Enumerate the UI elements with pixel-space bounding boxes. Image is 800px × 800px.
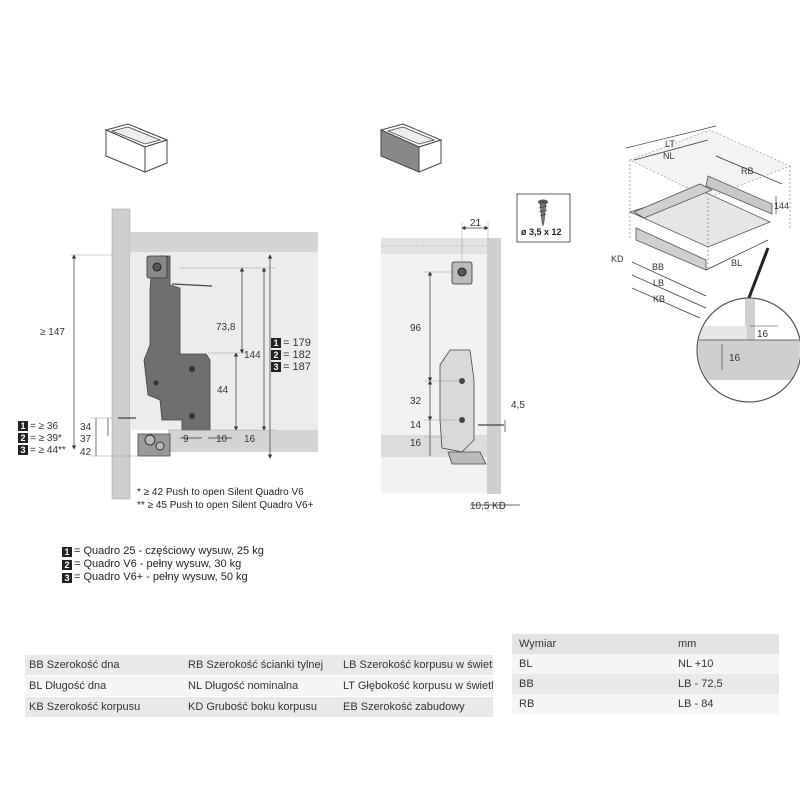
table-row: BL Długość dna NL Długość nominalna LT G…: [25, 675, 493, 697]
column-header: Wymiar: [512, 634, 671, 654]
dim-9: 9: [183, 434, 189, 445]
table-row: BB LB - 72,5: [512, 674, 779, 694]
iso-bb: BB: [652, 262, 664, 272]
height-row-1: 1= 179: [271, 337, 311, 349]
technical-drawing: ≥ 147 73,8 144 44 10 9 16 34 37 42: [40, 123, 800, 512]
screw-label: ø 3,5 x 12: [521, 227, 562, 237]
iso-rb: RB: [741, 166, 754, 176]
drawer-front-icon: [104, 123, 169, 173]
glossary-cell: BB Szerokość dna: [25, 655, 184, 676]
dim-73-8: 73,8: [216, 322, 236, 333]
glossary-cell: EB Szerokość zabudowy: [339, 696, 493, 718]
model-legend: 1= Quadro 25 - częściowy wysuw, 25 kg 2=…: [62, 545, 264, 584]
drawer-inset-icon: [379, 123, 443, 173]
iso-kb: KB: [653, 294, 665, 304]
glossary-cell: LT Głębokość korpusu w świetle: [339, 675, 493, 697]
left-section-view: ≥ 147 73,8 144 44 10 9 16 34 37 42: [40, 208, 318, 500]
table-row: BB Szerokość dna RB Szerokość ścianki ty…: [25, 655, 493, 676]
table-cell: BL: [512, 654, 671, 674]
detail-16-b: 16: [729, 353, 741, 364]
height-row-3: 3= 187: [271, 361, 311, 373]
dim-16-mid: 16: [410, 438, 422, 449]
dim-21: 21: [470, 218, 482, 229]
glossary-cell: BL Długość dna: [25, 675, 184, 697]
dim-14: 14: [410, 420, 422, 431]
note-2: ** ≥ 45 Push to open Silent Quadro V6+: [137, 500, 314, 511]
clearance-row-3: 3= ≥ 44**: [18, 445, 66, 457]
dim-42: 42: [80, 447, 92, 458]
note-1: * ≥ 42 Push to open Silent Quadro V6: [137, 487, 304, 498]
dim-10-5: 10,5: [470, 501, 490, 512]
glossary-cell: NL Długość nominalna: [184, 675, 339, 697]
table-row: KB Szerokość korpusu KD Grubość boku kor…: [25, 696, 493, 718]
iso-lt: LT: [665, 139, 675, 149]
legend-item-1: 1= Quadro 25 - częściowy wysuw, 25 kg: [62, 545, 264, 558]
dim-37: 37: [80, 434, 92, 445]
table-cell: LB - 84: [671, 694, 779, 714]
glossary-cell: LB Szerokość korpusu w świetle: [339, 655, 493, 676]
abbreviation-glossary: BB Szerokość dna RB Szerokość ścianki ty…: [25, 655, 493, 718]
isometric-view: LT NL RB 144 KD BB BL LB KB 16 16: [611, 125, 800, 403]
iso-144: 144: [774, 201, 789, 211]
detail-16-a: 16: [757, 329, 769, 340]
iso-kd: KD: [611, 254, 624, 264]
dim-4-5: 4,5: [511, 400, 525, 411]
clearance-row-2: 2= ≥ 39*: [18, 433, 66, 445]
dim-10: 10: [216, 434, 228, 445]
iso-bl: BL: [731, 258, 742, 268]
glossary-cell: KB Szerokość korpusu: [25, 696, 184, 718]
height-list-right: 1= 179 2= 182 3= 187: [271, 337, 311, 373]
dim-32: 32: [410, 396, 422, 407]
height-list-left: 1= ≥ 36 2= ≥ 39* 3= ≥ 44**: [18, 421, 66, 457]
dim-96: 96: [410, 323, 422, 334]
legend-item-3: 3= Quadro V6+ - pełny wysuw, 50 kg: [62, 571, 264, 584]
iso-lb: LB: [653, 278, 664, 288]
clearance-row-1: 1= ≥ 36: [18, 421, 66, 433]
dim-16: 16: [244, 434, 256, 445]
screw-icon: [538, 199, 548, 227]
middle-section-view: 21 96 32 14 16 4,5 10,5 KD ø 3,5 x 12: [381, 193, 571, 512]
table-cell: BB: [512, 674, 671, 694]
dim-44: 44: [217, 385, 229, 396]
table-header-row: Wymiar mm: [512, 634, 779, 654]
height-row-2: 2= 182: [271, 349, 311, 361]
dimension-table: Wymiar mm BL NL +10 BB LB - 72,5 RB LB -…: [512, 634, 779, 714]
table-cell: RB: [512, 694, 671, 714]
dim-kd: KD: [492, 501, 506, 512]
dim-147: ≥ 147: [40, 327, 65, 338]
dim-34: 34: [80, 422, 92, 433]
push-to-open-notes: * ≥ 42 Push to open Silent Quadro V6 ** …: [137, 486, 313, 512]
column-header: mm: [671, 634, 779, 654]
legend-item-2: 2= Quadro V6 - pełny wysuw, 30 kg: [62, 558, 264, 571]
glossary-cell: RB Szerokość ścianki tylnej: [184, 655, 339, 676]
iso-nl: NL: [663, 151, 675, 161]
dim-144: 144: [244, 350, 261, 361]
table-cell: NL +10: [671, 654, 779, 674]
table-cell: LB - 72,5: [671, 674, 779, 694]
glossary-cell: KD Grubość boku korpusu: [184, 696, 339, 718]
table-row: RB LB - 84: [512, 694, 779, 714]
table-row: BL NL +10: [512, 654, 779, 674]
